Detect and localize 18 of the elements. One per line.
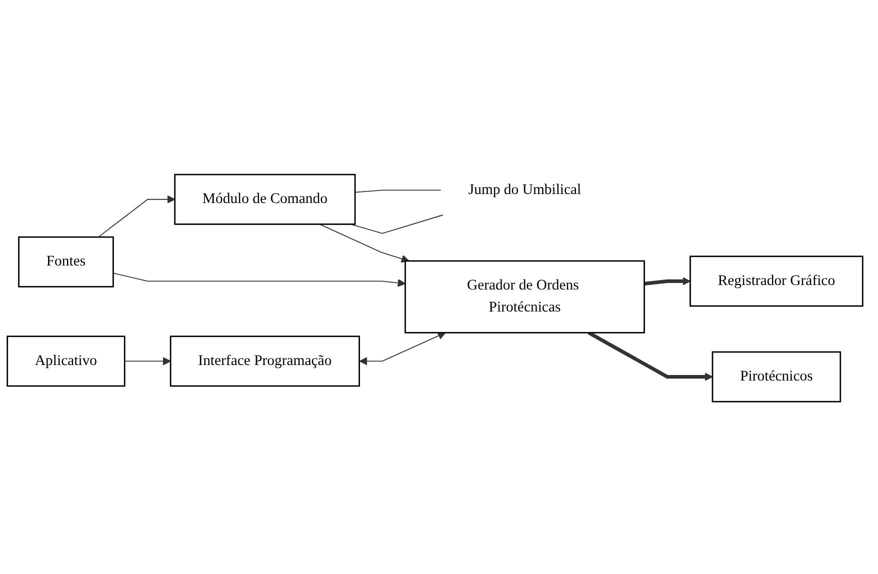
arrow — [319, 223, 410, 262]
arrow — [112, 272, 406, 286]
arrow — [644, 276, 691, 286]
connector — [354, 189, 442, 192]
node-box — [404, 260, 645, 333]
arrow — [98, 194, 176, 238]
node-text: Jump do Umbilical — [468, 181, 582, 198]
connector — [350, 214, 444, 234]
node-box — [690, 255, 864, 306]
node-box — [170, 335, 360, 386]
node-box — [174, 173, 356, 224]
node-box — [712, 350, 842, 402]
node-box — [6, 335, 126, 386]
arrow — [124, 356, 171, 365]
arrow — [588, 330, 713, 380]
diagram: Jump do Umbilical Módulo de Comando Registrador Gráfico Fontes Gerador de Ordens Pirotécnicas Pirotécnicos Aplicativo Interface Programação — [0, 0, 870, 566]
arrow — [359, 331, 446, 365]
node-box — [18, 236, 114, 287]
